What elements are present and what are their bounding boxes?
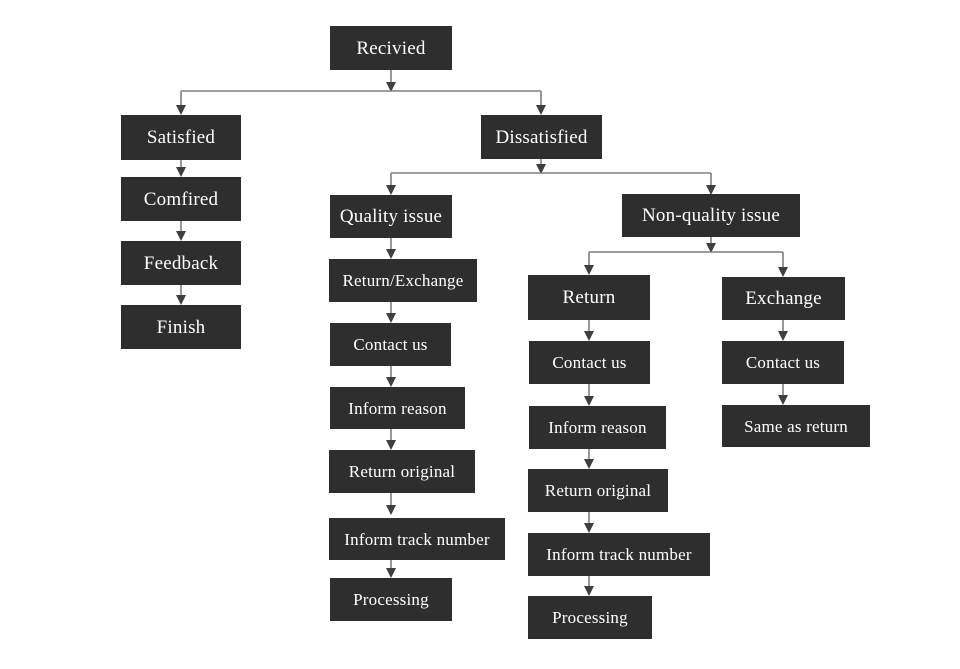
node-r-inform-reason-label: Inform reason [548,418,647,437]
arrowhead-comfired [176,167,186,177]
node-q-return-original-label: Return original [348,462,456,481]
arrowhead-q-inform-track [386,505,396,515]
node-quality-issue-label: Quality issue [339,206,443,227]
node-q-contact-us-label: Contact us [353,335,428,354]
arrowhead-q-inform-reason [386,377,396,387]
arrowhead-finish [176,295,186,305]
arrowhead-e-same-as-return [778,395,788,405]
arrowhead-return [584,265,594,275]
arrowhead-q-contact-us [386,313,396,323]
node-q-inform-track-number[interactable]: Inform track number [329,518,505,560]
arrowhead-dissatisfied-down [536,164,546,174]
node-satisfied[interactable]: Satisfied [121,115,241,160]
arrowhead-e-contact-us [778,331,788,341]
node-r-return-label: Return [562,287,616,308]
arrowhead-r-return-original [584,459,594,469]
arrowhead-r-processing [584,586,594,596]
node-q-inform-reason-label: Inform reason [348,398,447,418]
node-r-return-original[interactable]: Return original [528,469,668,512]
node-comfired-label: Comfired [143,188,219,210]
node-e-exchange-label: Exchange [745,288,822,309]
node-feedback[interactable]: Feedback [121,241,241,285]
node-e-contact-us-label: Contact us [745,353,821,372]
node-dissatisfied-label: Dissatisfied [495,126,588,148]
arrowhead-quality-issue [386,185,396,195]
node-recivied-label: Recivied [356,37,426,59]
node-q-processing[interactable]: Processing [330,578,452,621]
node-q-processing-label: Processing [353,590,429,609]
node-e-contact-us[interactable]: Contact us [722,341,844,384]
node-r-processing-label: Processing [552,608,628,627]
node-r-inform-reason[interactable]: Inform reason [529,406,666,449]
node-comfired[interactable]: Comfired [121,177,241,221]
node-feedback-label: Feedback [143,252,219,274]
node-r-contact-us-label: Contact us [552,353,627,372]
node-r-return-original-label: Return original [544,481,652,500]
node-finish[interactable]: Finish [121,305,241,349]
arrowhead-feedback [176,231,186,241]
node-q-inform-reason[interactable]: Inform reason [330,387,465,429]
node-e-exchange[interactable]: Exchange [722,277,845,320]
arrowhead-r-contact-us [584,331,594,341]
node-satisfied-label: Satisfied [146,127,216,148]
arrowhead-q-processing [386,568,396,578]
node-e-same-as-return[interactable]: Same as return [722,405,870,447]
arrowhead-r-inform-track [584,523,594,533]
node-non-quality-issue-label: Non-quality issue [642,205,780,226]
node-r-return[interactable]: Return [528,275,650,320]
node-r-contact-us[interactable]: Contact us [529,341,650,384]
arrowhead-return-exchange [386,249,396,259]
node-finish-label: Finish [156,316,206,338]
node-quality-issue[interactable]: Quality issue [330,195,452,238]
arrowhead-nonquality-down [706,243,716,253]
node-q-return-exchange[interactable]: Return/Exchange [329,259,477,302]
node-q-inform-track-number-label: Inform track number [344,529,490,549]
arrowhead-r-inform-reason [584,396,594,406]
node-dissatisfied[interactable]: Dissatisfied [481,115,602,159]
node-r-inform-track-number[interactable]: Inform track number [528,533,710,576]
node-e-same-as-return-label: Same as return [744,416,848,436]
node-q-return-exchange-label: Return/Exchange [342,271,464,290]
arrowhead-recivied-down [386,82,396,92]
node-non-quality-issue[interactable]: Non-quality issue [622,194,800,237]
arrowhead-q-return-original [386,440,396,450]
node-r-processing[interactable]: Processing [528,596,652,639]
node-q-contact-us[interactable]: Contact us [330,323,451,366]
arrowhead-satisfied [176,105,186,115]
node-r-inform-track-number-label: Inform track number [546,545,692,564]
node-recivied[interactable]: Recivied [330,26,452,70]
node-q-return-original[interactable]: Return original [329,450,475,493]
arrowhead-dissatisfied [536,105,546,115]
arrowhead-exchange [778,267,788,277]
